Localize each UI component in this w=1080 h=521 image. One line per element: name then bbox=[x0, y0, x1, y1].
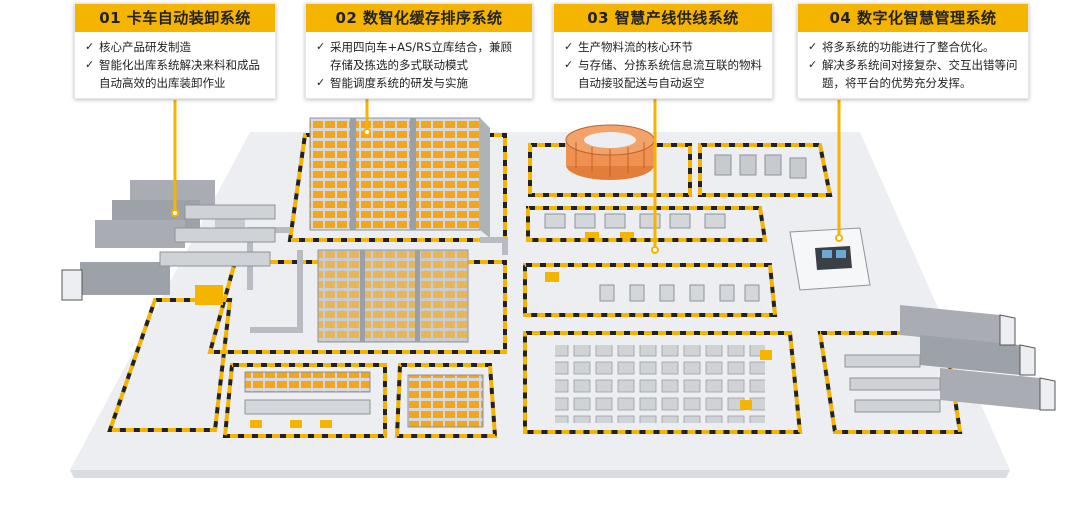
check-icon: ✓ bbox=[316, 38, 330, 56]
system-card-4: 04 数字化智慧管理系统 ✓ 将多系统的功能进行了整合优化。 ✓ 解决多系统间对… bbox=[797, 3, 1029, 99]
system-card-3-title: 03 智慧产线供线系统 bbox=[554, 4, 772, 32]
system-card-1-title: 01 卡车自动装卸系统 bbox=[75, 4, 275, 32]
system-card-2-bullet-1: ✓ 采用四向车+AS/RS立库结合，兼顾存储及拣选的多式联动模式 bbox=[316, 38, 522, 74]
system-card-3: 03 智慧产线供线系统 ✓ 生产物料流的核心环节 ✓ 与存储、分拣系统信息流互联… bbox=[553, 3, 773, 99]
check-icon: ✓ bbox=[316, 74, 330, 92]
system-card-1-bullet-1: ✓ 核心产品研发制造 bbox=[85, 38, 265, 56]
storage-grid bbox=[555, 345, 765, 423]
system-card-2-bullet-2: ✓ 智能调度系统的研发与实施 bbox=[316, 74, 522, 92]
check-icon: ✓ bbox=[85, 38, 99, 56]
check-icon: ✓ bbox=[808, 38, 822, 56]
system-card-4-bullet-2: ✓ 解决多系统间对接复杂、交互出错等问题，将平台的优势充分发挥。 bbox=[808, 56, 1018, 92]
check-icon: ✓ bbox=[564, 56, 578, 74]
system-card-3-bullet-1: ✓ 生产物料流的核心环节 bbox=[564, 38, 762, 56]
system-card-2: 02 数智化缓存排序系统 ✓ 采用四向车+AS/RS立库结合，兼顾存储及拣选的多… bbox=[305, 3, 533, 99]
system-card-4-title: 04 数字化智慧管理系统 bbox=[798, 4, 1028, 32]
asrs-rack-upper bbox=[310, 118, 490, 238]
system-card-3-bullet-2: ✓ 与存储、分拣系统信息流互联的物料自动接驳配送与自动返空 bbox=[564, 56, 762, 92]
system-card-1: 01 卡车自动装卸系统 ✓ 核心产品研发制造 ✓ 智能化出库系统解决来料和成品自… bbox=[74, 3, 276, 99]
forklift bbox=[545, 272, 559, 282]
check-icon: ✓ bbox=[808, 56, 822, 74]
circular-rack bbox=[566, 125, 654, 180]
system-card-1-bullet-2: ✓ 智能化出库系统解决来料和成品自动高效的出库装卸作业 bbox=[85, 56, 265, 92]
check-icon: ✓ bbox=[85, 56, 99, 74]
asrs-rack-lower bbox=[318, 250, 468, 342]
system-card-2-title: 02 数智化缓存排序系统 bbox=[306, 4, 532, 32]
check-icon: ✓ bbox=[564, 38, 578, 56]
system-card-4-bullet-1: ✓ 将多系统的功能进行了整合优化。 bbox=[808, 38, 1018, 56]
control-room bbox=[790, 228, 870, 290]
